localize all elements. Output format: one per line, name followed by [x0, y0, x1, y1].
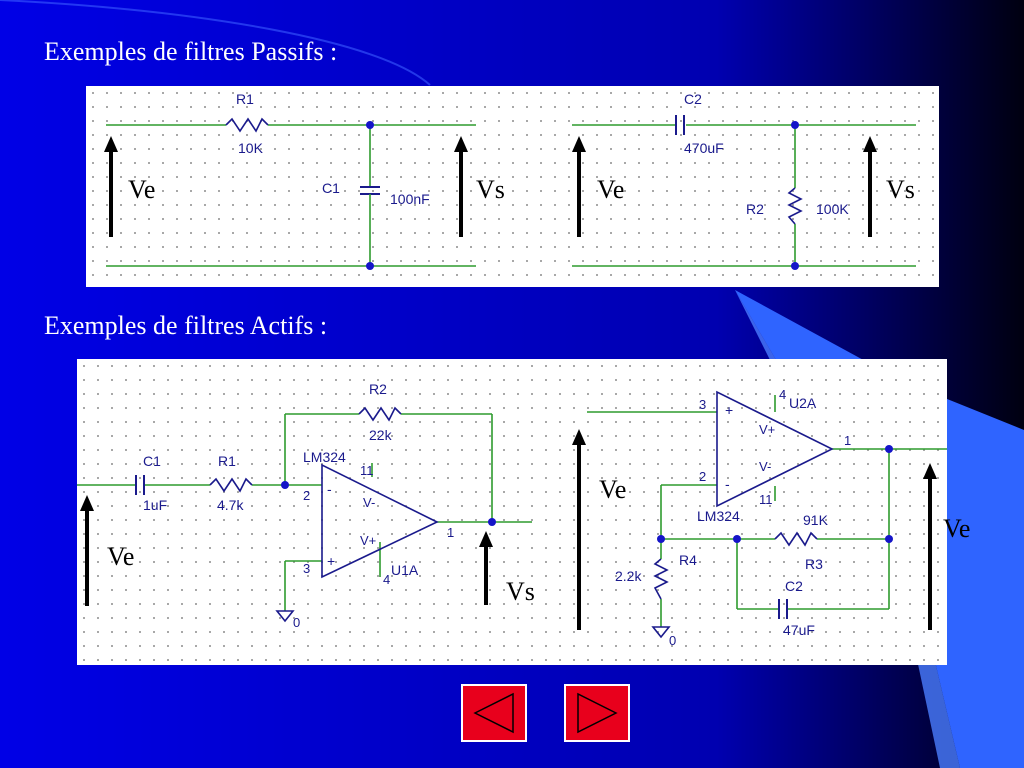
inverting-filter-circuit: C1 1uF R1 4.7k R2 22k LM324 11 2 3 1 4 U…: [77, 381, 535, 630]
r4-value-label: 2.2k: [615, 568, 642, 584]
vs-arrow: [454, 136, 468, 237]
r1-ref-label: R1: [236, 91, 254, 107]
r3-value-label: 91K: [803, 512, 829, 528]
pin-vee-label: 4: [383, 572, 390, 587]
minus-sign: -: [725, 476, 730, 492]
vminus-label: V-: [363, 495, 375, 510]
pin-inv-label: 2: [303, 488, 310, 503]
junction-node: [885, 535, 893, 543]
c1-ref-label: C1: [143, 453, 161, 469]
r1-ref-label: R1: [218, 453, 236, 469]
vs-arrow: [863, 136, 877, 237]
r3-ref-label: R3: [805, 556, 823, 572]
junction-node: [366, 121, 374, 129]
opamp-ref-label: U1A: [391, 562, 419, 578]
c2-ref-label: C2: [684, 91, 702, 107]
ground-symbol: [651, 626, 671, 639]
r2-value-label: 22k: [369, 427, 393, 443]
next-slide-button[interactable]: [564, 684, 630, 742]
output-arrow: [923, 463, 937, 630]
vminus-label: V-: [759, 459, 771, 474]
pin-out-label: 1: [844, 433, 851, 448]
c2-value-label: 470uF: [684, 140, 724, 156]
c1-value-label: 1uF: [143, 497, 167, 513]
resistor-symbol: [358, 406, 402, 422]
resistor-symbol: [225, 117, 269, 133]
plus-sign: +: [725, 402, 733, 418]
r2-ref-label: R2: [746, 201, 764, 217]
output-ve-label: Ve: [943, 514, 971, 543]
capacitor-symbol: [778, 599, 788, 619]
capacitor-symbol: [675, 115, 685, 135]
ve-label: Ve: [128, 175, 155, 204]
r2-value-label: 100K: [816, 201, 849, 217]
passive-filters-panel: R1 10K C1 100nF Ve Vs: [86, 86, 939, 287]
plus-sign: +: [327, 553, 335, 569]
resistor-symbol: [774, 531, 818, 547]
ve-arrow: [572, 429, 586, 630]
junction-node: [281, 481, 289, 489]
ve-label: Ve: [597, 175, 624, 204]
ve-arrow: [572, 136, 586, 237]
triangle-left-icon: [473, 692, 514, 734]
vs-arrow: [479, 531, 493, 605]
ground-label: 0: [669, 633, 676, 648]
pin-noninv-label: 3: [699, 397, 706, 412]
opamp-symbol: [716, 390, 834, 508]
vplus-label: V+: [759, 422, 775, 437]
resistor-symbol: [209, 477, 253, 493]
c2-value-label: 47uF: [783, 622, 815, 638]
c1-ref-label: C1: [322, 180, 340, 196]
c1-value-label: 100nF: [390, 191, 430, 207]
junction-node: [657, 535, 665, 543]
pin-vcc-label: 11: [360, 463, 374, 478]
triangle-right-icon: [577, 692, 618, 734]
junction-node: [733, 535, 741, 543]
junction-node: [488, 518, 496, 526]
passive-filters-heading: Exemples de filtres Passifs :: [44, 37, 338, 66]
pin-noninv-label: 3: [303, 561, 310, 576]
vs-label: Vs: [476, 175, 505, 204]
vplus-label: V+: [360, 533, 376, 548]
junction-node: [791, 262, 799, 270]
r4-ref-label: R4: [679, 552, 697, 568]
r1-value-label: 4.7k: [217, 497, 244, 513]
r2-ref-label: R2: [369, 381, 387, 397]
vs-label: Vs: [886, 175, 915, 204]
capacitor-symbol: [360, 186, 380, 195]
noninverting-filter-circuit: 3 2 1 4 U2A 11 LM324 + - V+ V- R4 2.2k 9…: [572, 387, 947, 648]
pin-vcc-label: 4: [779, 387, 786, 402]
junction-node: [885, 445, 893, 453]
ve-label: Ve: [107, 542, 134, 571]
opamp-ref-label: U2A: [789, 395, 817, 411]
capacitor-symbol: [135, 475, 145, 495]
junction-node: [366, 262, 374, 270]
lowpass-circuit: R1 10K C1 100nF Ve Vs: [104, 91, 505, 270]
resistor-symbol: [787, 187, 803, 225]
ground-label: 0: [293, 615, 300, 630]
opamp-model-label: LM324: [303, 449, 346, 465]
r1-value-label: 10K: [238, 140, 264, 156]
resistor-symbol: [653, 558, 669, 600]
ve-arrow: [80, 495, 94, 606]
active-filters-panel: C1 1uF R1 4.7k R2 22k LM324 11 2 3 1 4 U…: [77, 359, 947, 665]
active-filters-heading: Exemples de filtres Actifs :: [44, 311, 328, 340]
ve-arrow: [104, 136, 118, 237]
junction-node: [791, 121, 799, 129]
previous-slide-button[interactable]: [461, 684, 527, 742]
minus-sign: -: [327, 481, 332, 497]
ground-symbol: [275, 610, 295, 623]
opamp-symbol: [321, 463, 439, 579]
ve-label: Ve: [599, 475, 626, 504]
c2-ref-label: C2: [785, 578, 803, 594]
pin-inv-label: 2: [699, 469, 706, 484]
highpass-circuit: C2 470uF R2 100K Ve Vs: [572, 91, 916, 270]
pin-out-label: 1: [447, 525, 454, 540]
pin-vee-label: 11: [759, 492, 773, 507]
vs-label: Vs: [506, 577, 535, 606]
opamp-model-label: LM324: [697, 508, 740, 524]
